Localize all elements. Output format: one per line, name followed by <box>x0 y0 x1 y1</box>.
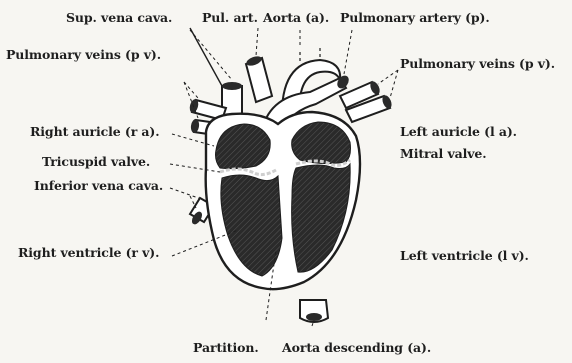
pulmonary-veins-right-vessels <box>340 80 393 122</box>
label-left-auricle: Left auricle (l a). <box>400 124 517 139</box>
label-inferior-vena-cava: Inferior vena cava. <box>34 178 163 193</box>
label-pulmonary-veins-right: Pulmonary veins (p v). <box>400 56 555 71</box>
label-tricuspid-valve: Tricuspid valve. <box>42 154 150 169</box>
label-aorta-top: Aorta (a). <box>263 10 329 25</box>
label-partition: Partition. <box>193 340 259 355</box>
label-pulmonary-veins-left: Pulmonary veins (p v). <box>6 47 161 62</box>
label-right-auricle: Right auricle (r a). <box>30 124 160 139</box>
label-mitral-valve: Mitral valve. <box>400 146 487 161</box>
label-pul-art: Pul. art. <box>202 10 258 25</box>
left-ventricle-chamber <box>292 164 351 272</box>
label-pulmonary-artery: Pulmonary artery (p). <box>340 10 490 25</box>
label-left-ventricle: Left ventricle (l v). <box>400 248 529 263</box>
label-right-ventricle: Right ventricle (r v). <box>18 245 159 260</box>
label-sup-vena-cava: Sup. vena cava. <box>66 10 172 25</box>
aorta-descending-opening <box>306 313 322 321</box>
label-aorta-descending: Aorta descending (a). <box>282 340 431 355</box>
